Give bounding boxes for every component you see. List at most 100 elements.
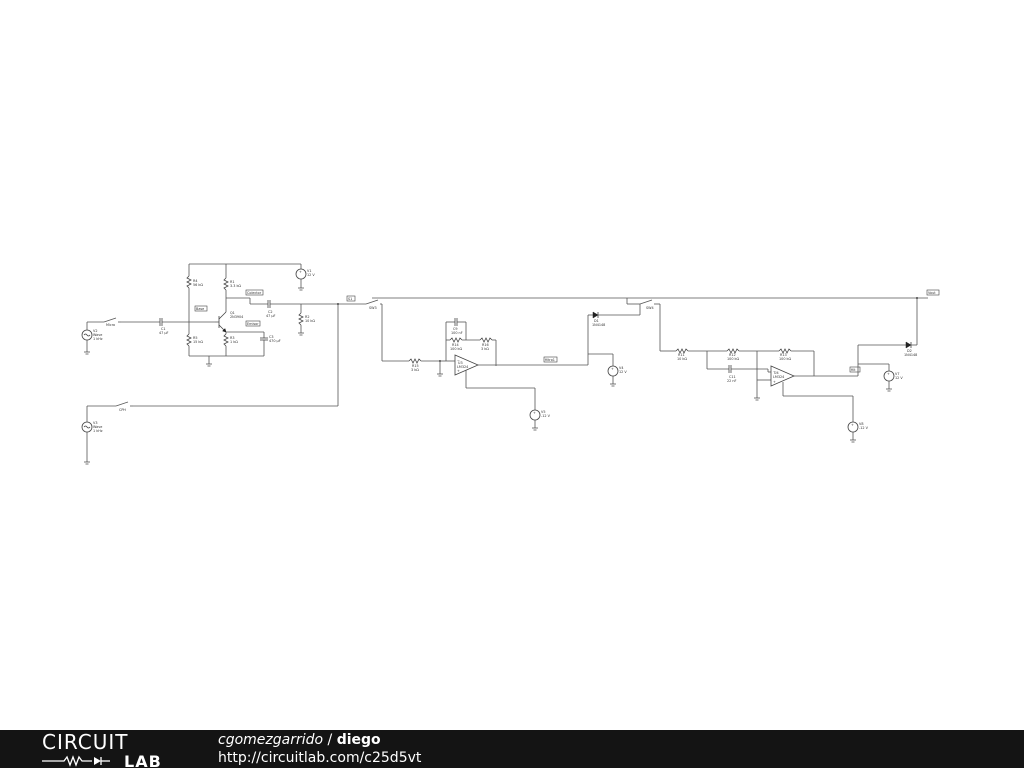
transistor-q1[interactable]: Q1 2N3904: [215, 311, 243, 333]
v1-plus: +: [299, 270, 302, 274]
resistor-r5[interactable]: R5 15 kΩ: [186, 333, 203, 347]
net-filtro1-label: filtro1: [545, 358, 555, 362]
r16-value: 3 kΩ: [481, 347, 489, 351]
v8-label: V8: [859, 422, 863, 426]
net-tag-s1[interactable]: S1: [346, 295, 356, 302]
v5-plus: +: [533, 411, 536, 415]
author-link[interactable]: cgomezgarrido: [218, 732, 324, 748]
sw3-label: SW3: [369, 306, 377, 310]
input-source-v3[interactable]: V3 Wave 1 kHz: [81, 406, 103, 465]
net-tag-emisor[interactable]: Emisor: [245, 320, 261, 327]
v2-freq: 1 kHz: [93, 337, 103, 341]
r15-value: 3 kΩ: [411, 368, 419, 372]
r1-label: R1: [230, 280, 235, 284]
capacitor-c9[interactable]: C9 100 nF: [451, 318, 463, 335]
r3-value: 1 kΩ: [230, 340, 238, 344]
dc-source-v8[interactable]: + V8 -12 V: [847, 421, 869, 443]
r3-label: R3: [230, 336, 235, 340]
r14-label: R14: [452, 343, 459, 347]
circuitlab-logo[interactable]: CIRCUIT LAB: [40, 732, 180, 768]
resistor-r14[interactable]: R14 100 kΩ: [449, 337, 463, 351]
d1-value: 1N4148: [592, 323, 605, 327]
c1-label: C1: [161, 327, 166, 331]
v7-label: V7: [895, 372, 899, 376]
switch-micro[interactable]: Micro: [103, 317, 121, 327]
v5-label: V5: [541, 410, 545, 414]
v4-value: 12 V: [619, 370, 627, 374]
r13-value: 100 kΩ: [779, 357, 792, 361]
r12-label: R12: [729, 353, 736, 357]
net-s1-label: S1: [348, 297, 352, 301]
switch-sw4[interactable]: SW4: [639, 299, 654, 310]
r14-value: 100 kΩ: [450, 347, 463, 351]
v2-label: V2: [93, 329, 97, 333]
resistor-r12[interactable]: R12 100 kΩ: [726, 348, 740, 361]
c2-label: C2: [268, 310, 273, 314]
resistor-r15[interactable]: R15 3 kΩ: [408, 358, 422, 372]
path-separator: /: [323, 732, 337, 748]
v3-label: V3: [93, 421, 97, 425]
input-source-v2[interactable]: V2 Wave 1 kHz: [81, 322, 103, 355]
dc-source-v5[interactable]: + V5 -12 V: [529, 409, 551, 431]
q1-value: 2N3904: [230, 315, 243, 319]
r16-label: R16: [482, 343, 489, 347]
dc-source-v7[interactable]: + V7 12 V: [883, 370, 903, 392]
net-colector-label: Colector: [247, 291, 262, 295]
v1-label: V1: [307, 269, 311, 273]
circuit-schematic: V2 Wave 1 kHz Micro C1 47 μF R4 56 kΩ R5…: [81, 263, 940, 465]
resistor-r13[interactable]: R13 100 kΩ: [778, 348, 792, 361]
logo-text-bottom: LAB: [124, 752, 162, 768]
net-tag-filt[interactable]: filt: [849, 366, 861, 373]
capacitor-c11[interactable]: C11 22 nF: [727, 365, 737, 383]
resistor-r16[interactable]: R16 3 kΩ: [479, 337, 493, 351]
net-vout-label: Vout: [928, 291, 936, 295]
v8-value: -12 V: [859, 426, 869, 430]
resistor-r11[interactable]: R11 10 kΩ: [675, 348, 689, 361]
resistor-r2[interactable]: R2 10 kΩ: [298, 312, 315, 326]
u4-plus: +: [773, 380, 776, 384]
v7-value: 12 V: [895, 376, 903, 380]
capacitor-c3[interactable]: C3 470 μF: [260, 335, 281, 343]
v8-plus: +: [851, 423, 854, 427]
project-name[interactable]: diego: [336, 732, 381, 748]
v3-freq: 1 kHz: [93, 429, 103, 433]
u3-value: LM324: [457, 365, 468, 369]
schematic-canvas[interactable]: V2 Wave 1 kHz Micro C1 47 μF R4 56 kΩ R5…: [0, 0, 1024, 730]
c1-value: 47 μF: [159, 331, 169, 335]
q1-label: Q1: [230, 311, 235, 315]
v1-value: 12 V: [307, 273, 315, 277]
r5-label: R5: [193, 336, 198, 340]
resistor-logo-icon: [42, 755, 92, 767]
sw-cph-label: CPH: [119, 408, 126, 412]
capacitor-c1[interactable]: C1 47 μF: [159, 318, 169, 335]
switch-sw3[interactable]: SW3: [365, 299, 379, 310]
opamp-u3[interactable]: − + U3 LM324: [454, 354, 480, 376]
r2-value: 10 kΩ: [305, 319, 315, 323]
net-tag-colector[interactable]: Colector: [245, 289, 264, 296]
dc-source-v1[interactable]: + V1 12 V: [295, 264, 315, 291]
diode-logo-icon: [94, 757, 101, 765]
diode-d2[interactable]: D2 1N4148: [904, 341, 917, 357]
u4-value: LM324: [773, 375, 784, 379]
dc-source-v4[interactable]: + V4 12 V: [607, 365, 627, 387]
net-base-label: Base: [196, 307, 204, 311]
v2-type: Wave: [93, 333, 102, 337]
v4-label: V4: [619, 366, 623, 370]
net-tag-base[interactable]: Base: [194, 305, 208, 312]
project-url[interactable]: http://circuitlab.com/c25d5vt: [218, 750, 422, 766]
net-tag-vout[interactable]: Vout: [926, 289, 940, 296]
c2-value: 47 μF: [266, 314, 276, 318]
r12-value: 100 kΩ: [727, 357, 740, 361]
switch-cph[interactable]: CPH: [115, 401, 133, 412]
r5-value: 15 kΩ: [193, 340, 203, 344]
u3-minus: −: [457, 359, 460, 363]
resistor-r1[interactable]: R1 3.3 kΩ: [223, 277, 241, 291]
c9-label: C9: [453, 327, 458, 331]
capacitor-c2[interactable]: C2 47 μF: [266, 300, 276, 318]
net-tag-filtro1[interactable]: filtro1: [543, 356, 558, 363]
diode-d1[interactable]: D1 1N4148: [592, 311, 605, 327]
resistor-r3[interactable]: R3 1 kΩ: [223, 333, 238, 347]
c3-label: C3: [269, 335, 274, 339]
resistor-r4[interactable]: R4 56 kΩ: [186, 275, 203, 289]
opamp-u4[interactable]: − + U4 LM324: [770, 365, 796, 387]
